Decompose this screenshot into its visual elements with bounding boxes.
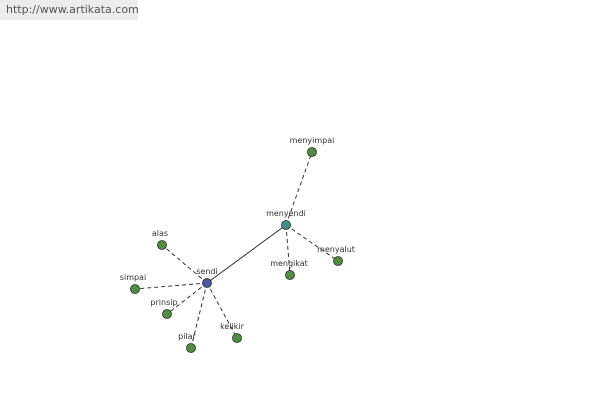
node-menyendi[interactable] xyxy=(281,220,291,230)
edge-menyendi-mengikat xyxy=(285,224,291,276)
edge-sendi-kelikir xyxy=(206,282,238,339)
edge-sendi-menyendi xyxy=(206,224,287,284)
node-label-mengikat[interactable]: mengikat xyxy=(270,259,308,268)
source-url-label: http://www.artikata.com xyxy=(0,0,139,20)
edge-sendi-alas xyxy=(161,244,208,284)
node-label-sendi[interactable]: sendi xyxy=(196,267,217,276)
labels-layer: sendi menyendi menyimpai menyalut mengikat al… xyxy=(120,136,355,341)
node-label-alas[interactable]: alas xyxy=(152,229,168,238)
edges-layer xyxy=(134,151,339,349)
nodes-layer xyxy=(130,147,343,353)
node-mengikat[interactable] xyxy=(285,270,295,280)
node-label-simpai[interactable]: simpai xyxy=(120,273,146,282)
edge-sendi-prinsip xyxy=(166,282,208,315)
node-kelikir[interactable] xyxy=(232,333,242,343)
node-menyimpai[interactable] xyxy=(307,147,317,157)
node-pilar[interactable] xyxy=(186,343,196,353)
node-simpai[interactable] xyxy=(130,284,140,294)
node-label-menyimpai[interactable]: menyimpai xyxy=(290,136,335,145)
edge-menyendi-menyalut xyxy=(285,224,339,262)
edge-menyendi-menyimpai xyxy=(285,151,313,226)
edge-sendi-simpai xyxy=(134,282,208,290)
node-label-prinsip[interactable]: prinsip xyxy=(150,298,177,307)
node-alas[interactable] xyxy=(157,240,167,250)
node-label-menyendi[interactable]: menyendi xyxy=(266,209,306,218)
node-sendi[interactable] xyxy=(202,278,212,288)
node-label-pilar[interactable]: pilar xyxy=(178,332,196,341)
node-menyalut[interactable] xyxy=(333,256,343,266)
node-label-menyalut[interactable]: menyalut xyxy=(317,245,355,254)
node-prinsip[interactable] xyxy=(162,309,172,319)
node-label-kelikir[interactable]: kelikir xyxy=(220,322,245,331)
